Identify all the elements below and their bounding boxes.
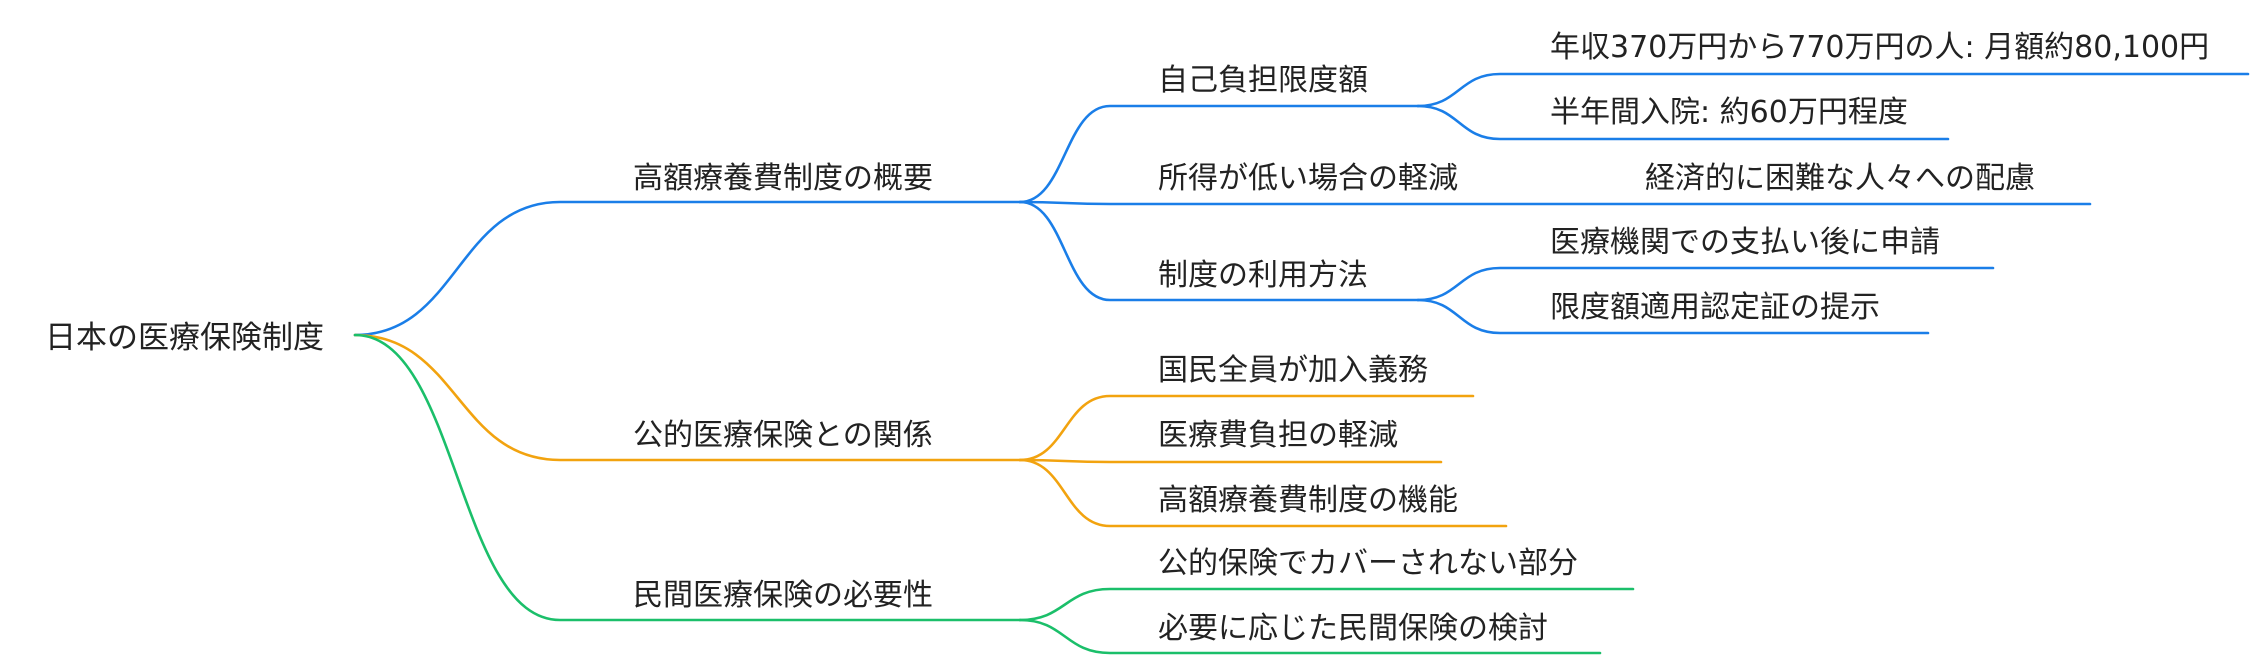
- branch-overview: 高額療養費制度の概要: [633, 161, 933, 196]
- edge-root-private: [353, 333, 1022, 622]
- edge-root-overview: [353, 200, 1022, 337]
- node-system-function: 高額療養費制度の機能: [1158, 483, 1458, 518]
- node-uncovered-parts: 公的保険でカバーされない部分: [1158, 546, 1578, 581]
- edge-overview-low-income: [1018, 200, 2092, 206]
- edge-private-uncovered: [1018, 587, 1635, 622]
- node-self-pay-limit: 自己負担限度額: [1158, 63, 1368, 98]
- edge-self-pay-halfyear: [1416, 104, 1950, 141]
- node-cost-reduction: 医療費負担の軽減: [1158, 418, 1398, 453]
- edge-usage-apply: [1416, 266, 1995, 302]
- edge-usage-certificate: [1416, 298, 1930, 335]
- node-private-consideration: 必要に応じた民間保険の検討: [1158, 611, 1548, 646]
- mindmap-labels: 日本の医療保険制度 高額療養費制度の概要 自己負担限度額 年収370万円から77…: [45, 30, 2209, 646]
- node-income-370-770: 年収370万円から770万円の人: 月額約80,100円: [1550, 30, 2209, 65]
- mindmap-edges: [353, 72, 2250, 655]
- edge-overview-self-pay: [1018, 104, 1420, 204]
- node-apply-after-payment: 医療機関での支払い後に申請: [1550, 225, 1940, 260]
- node-half-year-hospital: 半年間入院: 約60万円程度: [1550, 95, 1908, 130]
- node-mandatory-enrollment: 国民全員が加入義務: [1158, 353, 1428, 388]
- branch-private-insurance: 民間医療保険の必要性: [633, 578, 933, 613]
- node-economic-consideration: 経済的に困難な人々への配慮: [1645, 161, 2035, 196]
- node-usage-method: 制度の利用方法: [1158, 258, 1368, 293]
- node-limit-certificate: 限度額適用認定証の提示: [1550, 290, 1880, 325]
- node-low-income-relief: 所得が低い場合の軽減: [1158, 161, 1458, 196]
- edge-root-public: [353, 333, 1022, 462]
- edge-private-consideration: [1018, 618, 1602, 655]
- edge-public-cost: [1018, 458, 1443, 464]
- edge-public-mandatory: [1018, 394, 1475, 462]
- edge-overview-usage: [1018, 200, 1420, 302]
- root-node: 日本の医療保険制度: [45, 320, 324, 356]
- edge-self-pay-income: [1416, 72, 2250, 108]
- edge-public-function: [1018, 458, 1508, 528]
- branch-public-insurance: 公的医療保険との関係: [633, 418, 933, 453]
